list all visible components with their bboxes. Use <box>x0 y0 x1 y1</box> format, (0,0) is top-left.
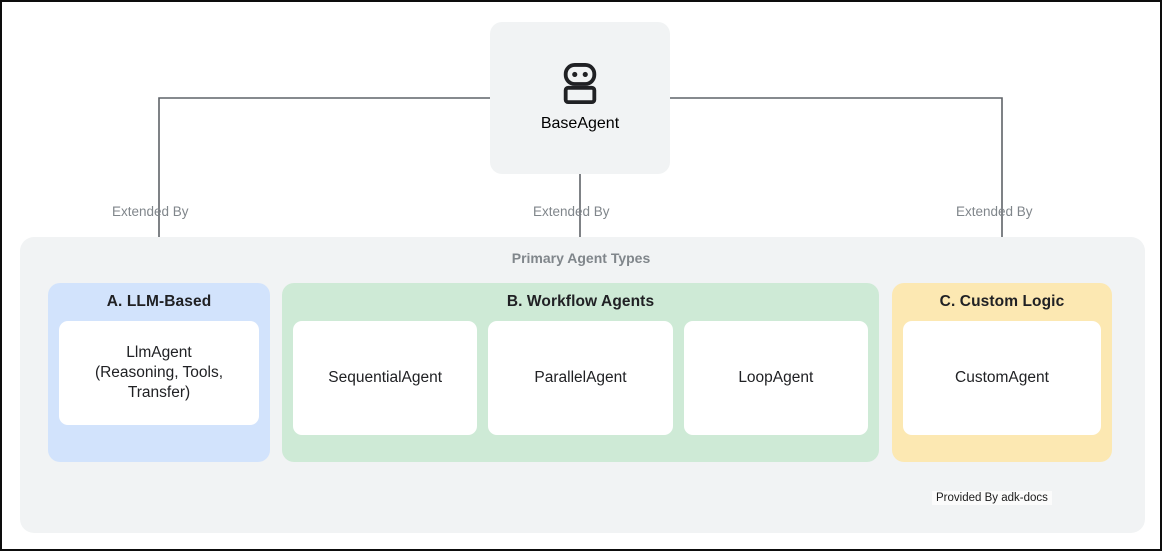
base-agent-label: BaseAgent <box>540 115 620 132</box>
group-llm-based-cards: LlmAgent (Reasoning, Tools, Transfer) <box>48 321 270 425</box>
provided-by-badge: Provided By adk-docs <box>932 491 1052 505</box>
agent-card-llm-agent-name: LlmAgent <box>126 344 192 362</box>
panel-caption: Primary Agent Types <box>511 250 651 266</box>
robot-icon <box>563 63 597 105</box>
group-workflow-agents-title: B. Workflow Agents <box>506 293 655 310</box>
agent-card-llm-agent-detail: (Reasoning, Tools, Transfer) <box>94 364 224 401</box>
group-custom-logic-title: C. Custom Logic <box>939 293 1065 310</box>
agent-card-sequential-agent[interactable]: SequentialAgent <box>293 321 478 435</box>
edge-label-extended-by-llm: Extended By <box>112 204 189 219</box>
group-llm-based-title: A. LLM-Based <box>106 293 212 310</box>
base-agent-node[interactable]: BaseAgent <box>490 22 670 174</box>
group-workflow-agents-cards: SequentialAgent ParallelAgent LoopAgent <box>282 321 879 435</box>
group-workflow-agents[interactable]: B. Workflow Agents SequentialAgent Paral… <box>282 283 879 462</box>
agent-card-loop-agent[interactable]: LoopAgent <box>683 321 868 435</box>
agent-card-parallel-agent[interactable]: ParallelAgent <box>488 321 673 435</box>
edge-label-extended-by-workflow: Extended By <box>533 204 610 219</box>
agent-card-llm-agent[interactable]: LlmAgent (Reasoning, Tools, Transfer) <box>59 321 259 425</box>
group-llm-based[interactable]: A. LLM-Based LlmAgent (Reasoning, Tools,… <box>48 283 270 462</box>
group-custom-logic[interactable]: C. Custom Logic CustomAgent <box>892 283 1112 462</box>
group-custom-logic-cards: CustomAgent <box>892 321 1112 435</box>
edge-label-extended-by-custom: Extended By <box>956 204 1033 219</box>
agent-card-custom-agent[interactable]: CustomAgent <box>903 321 1101 435</box>
